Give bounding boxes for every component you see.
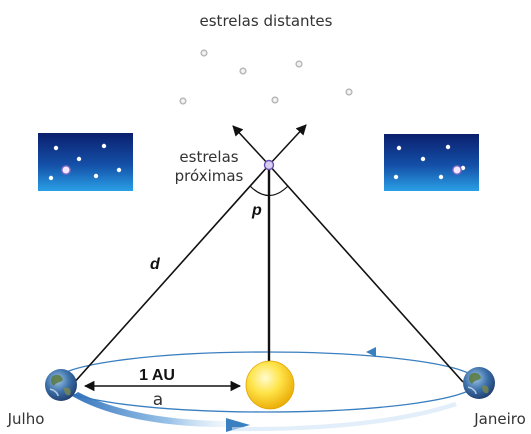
parallax-angle-arc bbox=[249, 185, 289, 197]
distant-stars bbox=[179, 49, 353, 105]
july-label: Julho bbox=[7, 410, 45, 428]
star-icon bbox=[53, 145, 59, 151]
distant-star bbox=[271, 96, 279, 104]
distant-stars-label: estrelas distantes bbox=[200, 12, 333, 30]
sky-view-january bbox=[384, 134, 479, 191]
star-icon bbox=[48, 175, 54, 181]
nearby-star-icon bbox=[61, 165, 71, 175]
distant-star bbox=[179, 97, 187, 105]
distant-star bbox=[239, 67, 247, 75]
star-icon bbox=[396, 145, 402, 151]
nearby-star-icon bbox=[452, 165, 462, 175]
sky-panel-left bbox=[38, 133, 133, 191]
extended-arrow-left bbox=[232, 125, 270, 166]
star-icon bbox=[438, 174, 444, 180]
au-sub-label: a bbox=[153, 390, 163, 410]
star-icon bbox=[93, 173, 99, 179]
nearby-stars-label-line2: próximas bbox=[175, 167, 244, 185]
parallax-angle-label: p bbox=[251, 202, 262, 219]
nearby-stars-label-line1: estrelas bbox=[179, 148, 238, 166]
sight-line-july bbox=[71, 164, 270, 386]
distant-star bbox=[295, 60, 303, 68]
earth-icon bbox=[45, 369, 77, 401]
star-icon bbox=[420, 156, 426, 162]
sun-icon bbox=[245, 360, 295, 410]
sight-line-january bbox=[268, 164, 464, 383]
sky-panel-right bbox=[384, 134, 479, 191]
star-icon bbox=[393, 174, 399, 180]
distance-label: d bbox=[150, 256, 161, 273]
extended-arrow-right bbox=[268, 124, 307, 166]
star-icon bbox=[101, 143, 107, 149]
distant-star bbox=[345, 88, 353, 96]
au-label: 1 AU bbox=[139, 367, 175, 384]
earth-icon bbox=[463, 367, 495, 399]
star-icon bbox=[76, 156, 82, 162]
star-icon bbox=[116, 167, 122, 173]
january-label: Janeiro bbox=[473, 410, 526, 428]
star-icon bbox=[445, 144, 451, 150]
distant-star bbox=[200, 49, 208, 57]
star-icon bbox=[460, 165, 466, 171]
sky-view-july bbox=[38, 133, 133, 191]
orbit-direction-arrow-icon bbox=[366, 347, 376, 357]
nearby-star-icon bbox=[263, 159, 275, 171]
orbit-sweep-arrow bbox=[72, 392, 457, 432]
